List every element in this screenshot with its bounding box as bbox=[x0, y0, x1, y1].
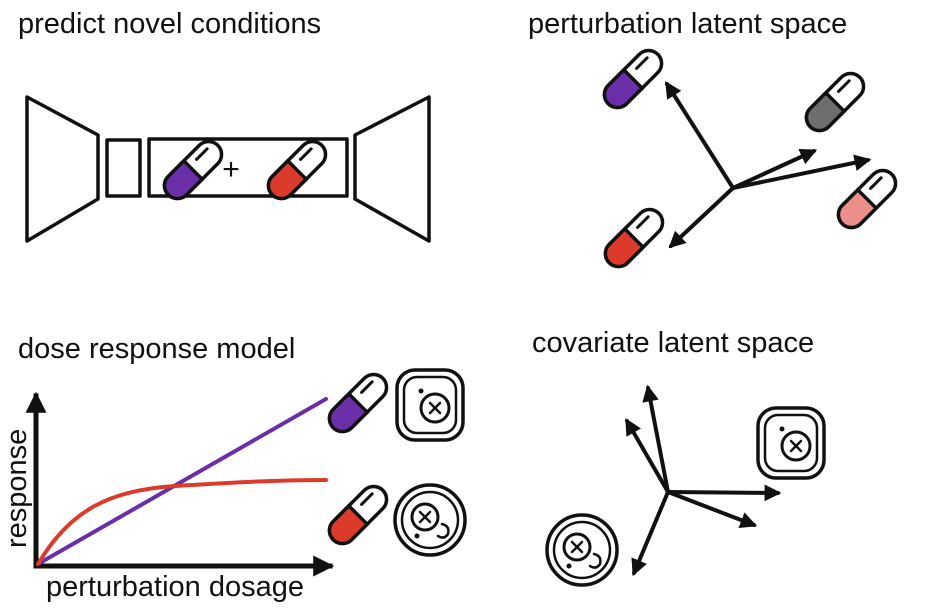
y-axis-label: response bbox=[1, 429, 33, 548]
panel-dose-response-model: dose response model response perturbatio… bbox=[1, 333, 467, 603]
covariate-vectors bbox=[625, 384, 782, 577]
pill-pink-latent-icon bbox=[836, 168, 898, 230]
pill-red-latent-icon bbox=[603, 207, 665, 269]
bottleneck-box bbox=[105, 138, 142, 198]
arrow-icon bbox=[668, 186, 735, 249]
pill-gray-latent-icon bbox=[804, 71, 866, 133]
encoder-trapezoid bbox=[25, 95, 100, 243]
plus-operator: + bbox=[222, 153, 240, 186]
pill-purple-dose-icon bbox=[327, 372, 389, 434]
arrow-icon bbox=[666, 490, 758, 529]
perturbation-vectors bbox=[665, 81, 872, 249]
panel-title-dose-response: dose response model bbox=[18, 333, 295, 365]
arrow-icon bbox=[731, 148, 818, 190]
pill-red-icon bbox=[266, 139, 328, 201]
pill-purple-icon bbox=[162, 139, 224, 201]
arrow-icon bbox=[666, 484, 782, 502]
panel-title-perturbation: perturbation latent space bbox=[528, 8, 847, 40]
x-axis-label: perturbation dosage bbox=[46, 571, 304, 603]
decoder-trapezoid bbox=[353, 95, 431, 243]
dose-response-axes bbox=[25, 391, 335, 577]
latent-box bbox=[147, 137, 349, 198]
cell-square-icon bbox=[395, 368, 465, 442]
panel-covariate-latent-space: covariate latent space bbox=[532, 327, 826, 587]
cell-square-latent-icon bbox=[756, 406, 826, 480]
arrow-icon bbox=[625, 418, 670, 494]
arrow-icon bbox=[665, 81, 735, 190]
arrow-icon bbox=[631, 490, 670, 577]
panel-title-predict: predict novel conditions bbox=[18, 8, 321, 40]
arrow-icon bbox=[731, 154, 872, 190]
autoencoder-diagram bbox=[25, 95, 431, 243]
saturating-response-curve bbox=[36, 478, 328, 566]
panel-perturbation-latent-space: perturbation latent space bbox=[528, 8, 898, 269]
cell-round-icon bbox=[393, 483, 467, 557]
cell-round-latent-icon bbox=[545, 513, 619, 587]
panel-predict-novel-conditions: predict novel conditions + bbox=[18, 8, 431, 243]
arrow-icon bbox=[642, 384, 670, 494]
pill-purple-latent-icon bbox=[602, 48, 664, 110]
linear-response-curve bbox=[36, 397, 328, 566]
pill-red-dose-icon bbox=[327, 484, 389, 546]
panel-title-covariate: covariate latent space bbox=[532, 327, 814, 359]
